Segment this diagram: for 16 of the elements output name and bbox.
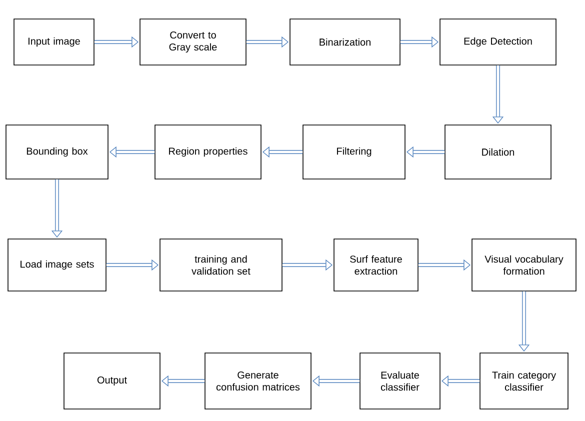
process-box: Region properties [154,124,262,180]
process-box: Filtering [302,124,406,180]
process-box: Convert to Gray scale [140,18,246,66]
process-box: Train category classifier [480,352,568,410]
process-box: Dilation [444,124,552,180]
process-box: Output [64,352,160,410]
process-box: Surf feature extraction [334,238,418,292]
process-box: Binarization [290,18,400,66]
process-box: Evaluate classifier [360,352,440,410]
process-box: Edge Detection [440,18,556,66]
process-box: Generate confusion matrices [204,352,312,410]
process-box: Bounding box [6,124,108,180]
process-box: Load image sets [8,238,106,292]
process-box: Input image [14,18,94,66]
process-box: training and validation set [160,238,282,292]
process-box: Visual vocabulary formation [472,238,576,292]
